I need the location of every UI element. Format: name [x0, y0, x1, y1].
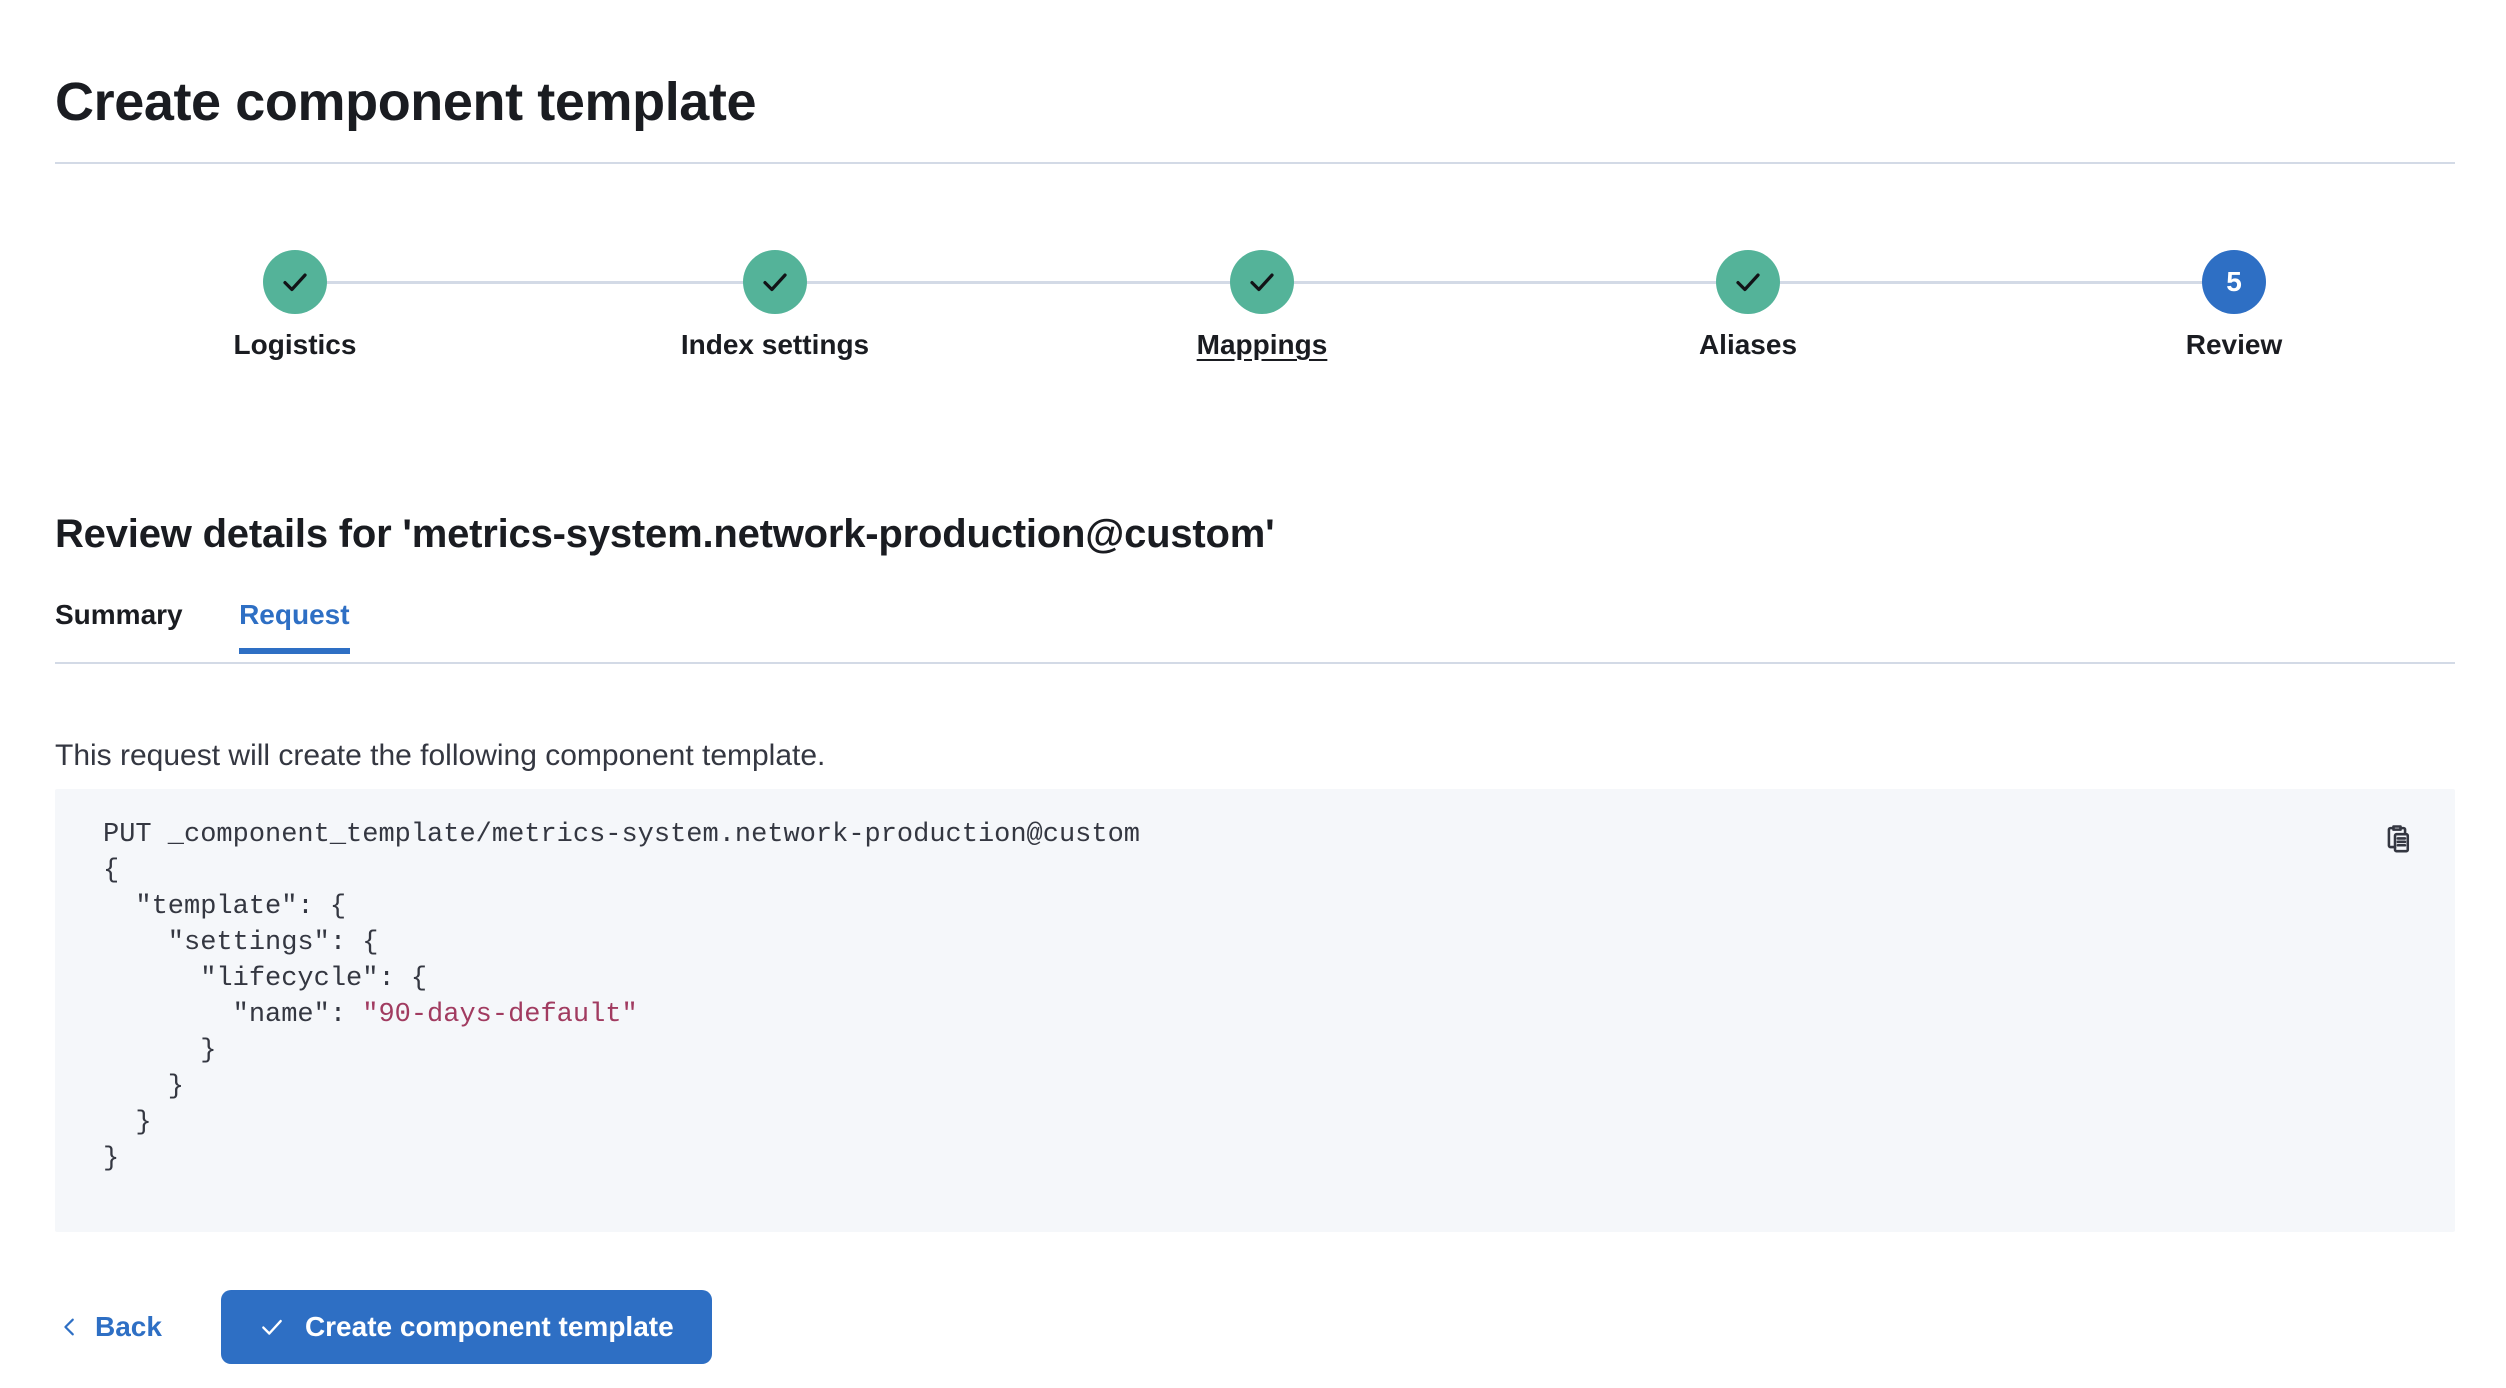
step-review[interactable]: 5 Review	[2074, 250, 2394, 362]
step-number: 5	[2226, 266, 2242, 297]
step-label: Logistics	[233, 329, 357, 360]
step-label: Index settings	[680, 329, 870, 360]
detail-tabs: Summary Request	[55, 598, 2455, 664]
request-description: This request will create the following c…	[55, 739, 826, 772]
create-component-template-button[interactable]: Create component template	[220, 1290, 712, 1364]
check-icon	[262, 1319, 282, 1335]
step-indicator-complete	[1230, 250, 1294, 314]
check-icon	[283, 273, 307, 292]
tab-request[interactable]: Request	[239, 598, 351, 654]
step-label[interactable]: Mappings	[1196, 329, 1328, 360]
step-aliases[interactable]: Aliases	[1588, 250, 1908, 362]
check-icon	[1250, 273, 1274, 292]
step-logistics[interactable]: Logistics	[135, 250, 455, 362]
section-title: Review details for 'metrics-system.netwo…	[55, 512, 1275, 557]
copy-request-button[interactable]	[2375, 817, 2419, 861]
tabs-divider	[55, 662, 2455, 664]
wizard-footer-actions: Back Create component template	[55, 1290, 712, 1364]
request-code-panel: PUT _component_template/metrics-system.n…	[55, 789, 2455, 1232]
step-indicator-complete	[743, 250, 807, 314]
check-icon	[1736, 273, 1760, 292]
create-component-template-label: Create component template	[304, 1311, 674, 1342]
code-string-value: "90-days-default"	[362, 1000, 638, 1030]
step-mappings[interactable]: Mappings	[1102, 250, 1422, 362]
code-body: { "template": { "settings": { "lifecycle…	[103, 856, 638, 1174]
tab-summary[interactable]: Summary	[55, 599, 183, 630]
step-label: Aliases	[1698, 329, 1798, 360]
step-indicator-complete	[263, 250, 327, 314]
chevron-left-icon	[64, 1318, 74, 1336]
step-indicator-current: 5	[2202, 250, 2266, 314]
step-indicator-complete	[1716, 250, 1780, 314]
back-button-label: Back	[95, 1311, 162, 1342]
step-index-settings[interactable]: Index settings	[615, 250, 935, 362]
header-divider	[55, 162, 2455, 164]
step-label: Review	[2185, 329, 2283, 360]
back-button[interactable]: Back	[55, 1300, 166, 1354]
code-method-line: PUT _component_template/metrics-system.n…	[103, 820, 1140, 850]
clipboard-copy-icon	[2387, 825, 2410, 853]
page-title: Create component template	[55, 72, 757, 133]
check-icon	[763, 273, 787, 292]
request-code-block: PUT _component_template/metrics-system.n…	[103, 817, 1140, 1177]
wizard-stepper: Logistics Index settings Mappings	[55, 250, 2455, 410]
